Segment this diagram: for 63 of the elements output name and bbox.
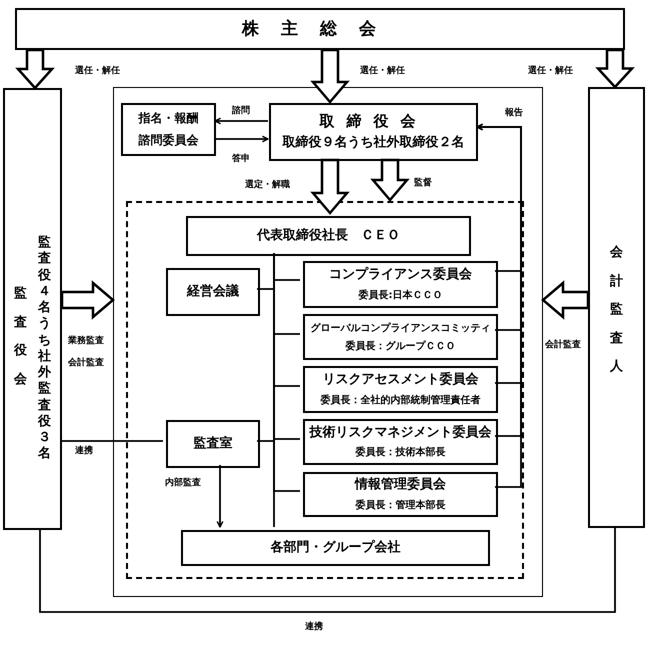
connector-line: [62, 440, 163, 442]
edge-label: 監督: [414, 176, 432, 189]
edge-label: 選任・解任: [360, 64, 405, 77]
edge-label: 会計監査: [545, 338, 581, 351]
organization-box: [166, 420, 260, 468]
node-title: 技術リスクマネジメント委員会: [310, 424, 492, 442]
edge-label: 業務監査: [68, 334, 104, 347]
node-subtitle: 取締役９名うち社外取締役２名: [282, 135, 464, 152]
node-subtitle: 委員長：グループＣＣＯ: [346, 339, 456, 352]
edge-label: 答申: [232, 152, 250, 165]
organization-box: [181, 530, 490, 566]
edge-label: 報告: [505, 106, 523, 119]
node-subtitle: 委員長：全社的内部統制管理責任者: [320, 393, 480, 407]
organization-box: [186, 216, 471, 256]
edge-label: 選定・解職: [245, 178, 290, 191]
edge-label: 連携: [75, 444, 93, 457]
organization-box: [121, 103, 216, 156]
organization-box: [303, 366, 498, 413]
organization-box: [588, 87, 645, 528]
node-subtitle: 委員長:日本ＣＣＯ: [358, 288, 442, 302]
node-title: 代表取締役社長 ＣＥＯ: [257, 228, 400, 244]
edge-label: 連携: [305, 620, 323, 633]
organization-box: [303, 472, 498, 517]
node-subtitle: 委員長：技術本部長: [356, 445, 446, 460]
block-arrow: [15, 48, 55, 90]
edge-label: 選任・解任: [75, 64, 120, 77]
node-subtitle: 委員長：管理本部長: [356, 498, 446, 512]
organization-box: [303, 314, 498, 360]
node-title: 会計監査人: [609, 244, 624, 376]
node-title: 各部門・グループ会社: [270, 540, 400, 556]
organization-box: [3, 88, 62, 530]
group-frame: [113, 87, 543, 597]
node-title: 監査役会: [13, 285, 28, 389]
arrow: [214, 118, 268, 124]
edge-label: 諮問: [232, 104, 250, 117]
node-subtitle: 監査役４名うち社外監査役３名: [38, 235, 52, 462]
arrow: [215, 136, 269, 142]
node-title: 指名・報酬諮問委員会: [137, 110, 200, 148]
node-title: 経営会議: [187, 284, 239, 300]
edge-label: 内部監査: [165, 476, 201, 489]
note-text: 会計監査: [68, 356, 104, 369]
block-arrow: [541, 280, 590, 320]
block-arrow: [310, 48, 350, 104]
organization-box: [15, 8, 625, 50]
dash-dot-frame: [126, 201, 524, 579]
edge-label: 選任・解任: [528, 64, 573, 77]
connector-line: [39, 528, 616, 613]
block-arrow: [370, 158, 410, 202]
block-arrow: [595, 48, 635, 89]
node-title: コンプライアンス委員会: [329, 267, 472, 284]
arrow: [216, 465, 224, 528]
node-title: リスクアセスメント委員会: [322, 372, 478, 389]
block-arrow: [60, 280, 115, 320]
organization-box: [269, 103, 478, 161]
block-arrow: [310, 158, 350, 215]
node-title: 情報管理委員会: [355, 477, 446, 494]
node-title: グローバルコンプライアンスコミッティ: [310, 322, 490, 334]
organization-box: [303, 419, 498, 465]
organization-box: [303, 261, 498, 308]
node-title: 取締役会: [320, 112, 428, 132]
organization-box: [166, 268, 260, 316]
node-title: 監査室: [194, 436, 232, 452]
node-title: 株主総会: [242, 18, 398, 40]
